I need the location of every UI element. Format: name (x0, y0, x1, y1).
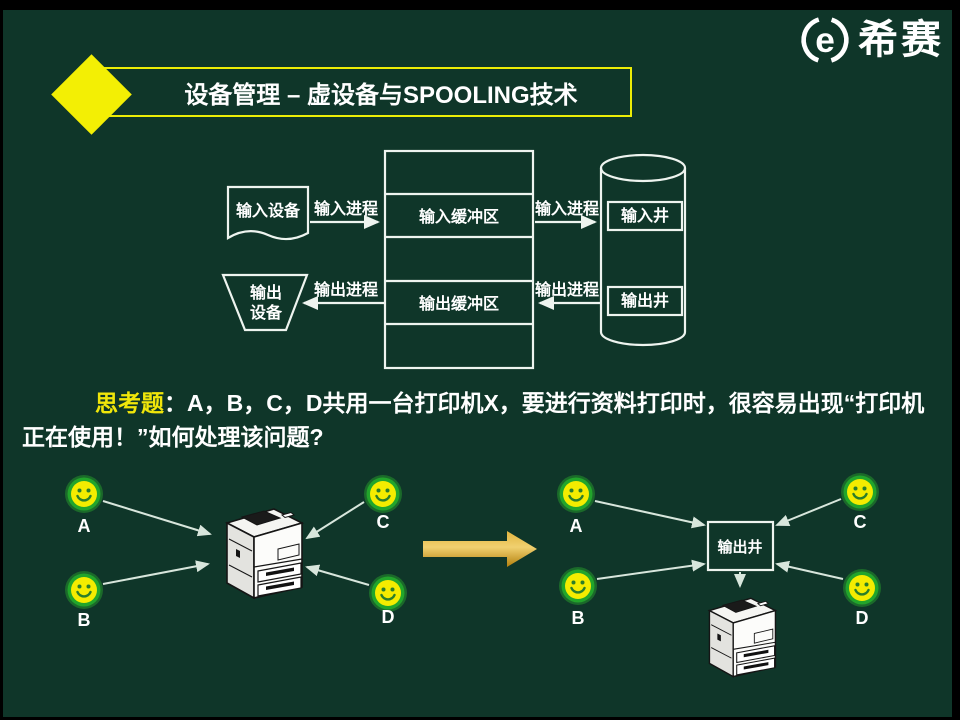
user-label-d: D (856, 608, 869, 628)
user-label-c: C (854, 512, 867, 532)
input-process-label-right: 输入进程 (535, 199, 599, 218)
output-process-label-right: 输出进程 (535, 280, 599, 299)
smiley-user-icon-b (557, 565, 599, 607)
user-label-b: B (78, 610, 91, 630)
memory-buffer-block: 输入缓冲区 输出缓冲区 (383, 149, 535, 370)
user-label-d: D (382, 607, 395, 627)
input-well-label: 输入井 (621, 206, 669, 225)
question-label: 思考题 (95, 390, 164, 416)
output-well-label: 输出井 (621, 291, 669, 310)
output-well-label: 输出井 (717, 538, 762, 556)
e-circle-arc (801, 16, 849, 64)
output-device-label-line1: 输出 (250, 283, 282, 302)
e-letter: e (815, 21, 835, 60)
brand-text: 希赛 (858, 18, 944, 62)
letterbox-right (952, 0, 960, 720)
input-device-shape: 输入设备 (226, 185, 310, 241)
flow-arrows (302, 215, 602, 310)
xisai-logo: e 希赛 (799, 14, 944, 66)
user-label-a: A (570, 516, 583, 536)
output-device-label-line2: 设备 (250, 303, 283, 322)
disk-cylinder: 输入井 输出井 (599, 153, 687, 347)
slide-title: 设备管理 – 虚设备与SPOOLING技术 (184, 81, 578, 109)
smiley-user-icon-d (841, 567, 883, 609)
printer-icon (708, 597, 777, 678)
question-line1: ：A，B，C，D共用一台打印机X，要进行资料打印时，很容易出现“打印机 (164, 390, 925, 416)
input-buffer-label: 输入缓冲区 (419, 207, 499, 226)
user-label-b: B (572, 608, 585, 628)
letterbox-bottom (0, 717, 960, 720)
before-arrows (102, 500, 370, 586)
input-process-label-left: 输入进程 (314, 199, 378, 218)
output-well-box (706, 520, 775, 572)
before-diagram: A B C D (63, 473, 409, 630)
smiley-user-icon-a (63, 473, 105, 515)
after-arrows (594, 498, 844, 588)
smiley-user-icon-b (63, 569, 105, 611)
spooling-diagram: 输入设备 输出 设备 输入缓冲区 输出缓冲区 输入井 输出井 (221, 149, 687, 370)
user-label-a: A (78, 516, 91, 536)
letterbox-top (0, 0, 960, 10)
output-buffer-label: 输出缓冲区 (419, 294, 499, 313)
printer-sharing-diagram: A B C D A B C D (63, 471, 883, 678)
smiley-user-icon-c (362, 473, 404, 515)
printer-icon (226, 508, 303, 599)
xisai-e-circle-icon: e (801, 16, 849, 64)
question-line2: 正在使用！”如何处理该问题? (22, 424, 324, 450)
question-text: 思考题：A，B，C，D共用一台打印机X，要进行资料打印时，很容易出现“打印机 正… (22, 386, 952, 454)
after-diagram: A B C D 输出井 (555, 471, 883, 678)
transition-arrow-icon (423, 531, 537, 567)
smiley-user-icon-a (555, 473, 597, 515)
letterbox-left (0, 0, 3, 720)
smiley-user-icon-c (839, 471, 881, 513)
slide-title-box: 设备管理 – 虚设备与SPOOLING技术 (100, 67, 632, 117)
input-device-label: 输入设备 (236, 201, 301, 220)
output-process-label-left: 输出进程 (314, 280, 378, 299)
user-label-c: C (377, 512, 390, 532)
output-device-shape: 输出 设备 (221, 273, 309, 332)
